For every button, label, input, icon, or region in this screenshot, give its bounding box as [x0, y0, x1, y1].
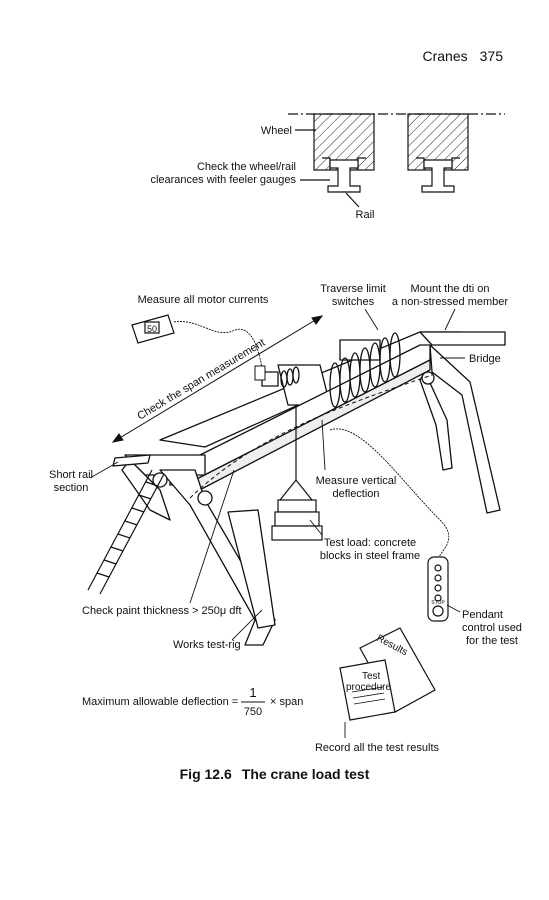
limit-switch-box: [254, 365, 266, 381]
traverse-label-line1: Traverse limit: [320, 283, 386, 295]
rail-left: [327, 159, 361, 193]
wheel-rail-detail: [288, 113, 505, 208]
pendant-label-line2: control used: [462, 622, 522, 634]
test-load-assembly: [271, 405, 323, 541]
left-wheel-b: [197, 490, 213, 506]
rail-label: Rail: [356, 209, 375, 221]
paint-thickness-label: Check paint thickness > 250μ dft: [82, 605, 242, 617]
deflection-formula: Maximum allowable deflection = 1 750 × s…: [82, 685, 303, 718]
pendant-control: [427, 556, 449, 622]
test-load-leader: [309, 519, 323, 536]
coil-spring: [329, 332, 401, 408]
ladder: [87, 469, 165, 595]
load-block-bottom: [271, 525, 323, 541]
procedure-sheet: [339, 659, 396, 721]
short-rail-label-line1: Short rail: [49, 469, 93, 481]
pendant-button: [434, 584, 442, 592]
load-block-top: [277, 499, 317, 513]
right-leg-outer: [429, 344, 501, 514]
wheel-label: Wheel: [261, 125, 292, 137]
dti-label-line1: Mount the dti on: [411, 283, 490, 295]
test-load-label-line2: blocks in steel frame: [320, 550, 420, 562]
pendant-label-line1: Pendant: [462, 609, 503, 621]
figure-caption: Fig 12.6 The crane load test: [0, 766, 549, 782]
figure-number: Fig 12.6: [179, 766, 232, 782]
rig-leader: [231, 609, 263, 641]
deflection-leader: [321, 419, 326, 471]
documents: [339, 627, 436, 721]
dti-label-line2: a non-stressed member: [392, 296, 508, 308]
right-leg-inner: [419, 371, 453, 471]
formula-prefix: Maximum allowable deflection =: [82, 696, 238, 708]
rail-right: [421, 159, 455, 193]
record-results-label: Record all the test results: [315, 742, 440, 754]
left-wheel-a: [152, 472, 168, 488]
test-load-label-line1: Test load: concrete: [324, 537, 416, 549]
page-number: 375: [479, 48, 503, 64]
right-wheel: [421, 371, 435, 385]
paint-leader: [189, 469, 235, 604]
dti-leader: [444, 308, 456, 331]
wheel-right: [407, 113, 469, 171]
pendant-button: [434, 574, 442, 582]
pendant-leader: [446, 604, 461, 613]
pendant-button: [434, 564, 442, 572]
formula-denominator: 750: [244, 706, 262, 718]
meter-wire: [173, 321, 263, 369]
doc-procedure-label: procedure: [346, 682, 391, 693]
check-clearance-line2: clearances with feeler gauges: [150, 174, 296, 186]
figure-title: The crane load test: [241, 766, 370, 782]
deflection-label-line2: deflection: [332, 488, 379, 500]
rig-leg: [227, 509, 276, 629]
meter-display: 50: [147, 324, 157, 334]
traverse-leader: [364, 308, 379, 331]
motor-spring: [280, 366, 300, 388]
right-end-beam-top: [419, 331, 506, 346]
works-rig-label: Works test-rig: [173, 639, 241, 651]
formula-suffix: × span: [270, 696, 303, 708]
pendant-label-line3: for the test: [466, 635, 518, 647]
deflection-line: [189, 374, 433, 499]
section-title: Cranes: [422, 48, 468, 64]
short-rail-leader: [89, 461, 119, 479]
leader-lines: [89, 308, 465, 738]
pendant-cable: [329, 428, 450, 561]
motor-currents-label: Measure all motor currents: [138, 294, 269, 306]
crane-structure: [112, 331, 506, 646]
doc-test-label: Test: [362, 671, 381, 682]
left-leg-front: [159, 469, 276, 646]
short-rail-label-line2: section: [54, 482, 89, 494]
stop-label: STOP: [431, 600, 445, 606]
sling: [279, 479, 313, 501]
rail-leader: [345, 192, 360, 208]
span-dimension: [111, 315, 324, 443]
load-block-middle: [274, 511, 320, 527]
short-rail: [112, 454, 151, 467]
formula-numerator: 1: [249, 685, 256, 700]
traverse-label-line2: switches: [332, 296, 375, 308]
running-header: Cranes 375: [423, 48, 504, 64]
current-meter: [131, 314, 175, 344]
check-clearance-line1: Check the wheel/rail: [197, 161, 296, 173]
stop-button: [432, 605, 444, 617]
bridge-label: Bridge: [469, 353, 501, 365]
deflection-label-line1: Measure vertical: [316, 475, 397, 487]
pendant-button: [434, 594, 442, 602]
